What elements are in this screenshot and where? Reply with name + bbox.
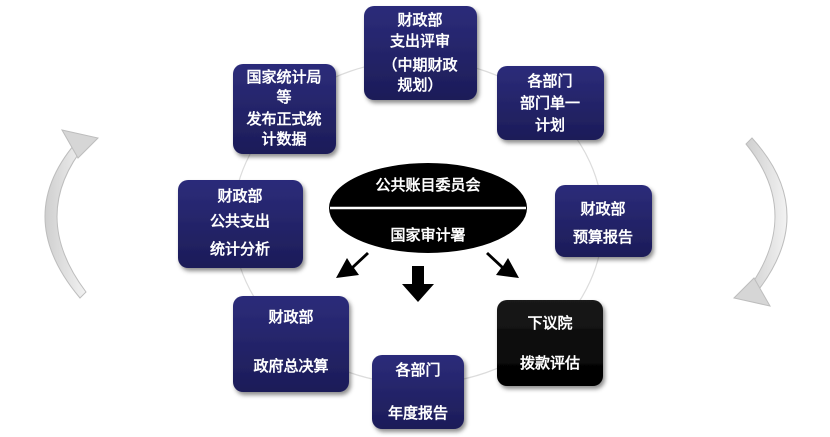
node-label: 财政部: [580, 200, 625, 218]
node-label: （中期财政: [382, 56, 458, 74]
node-label: 发布正式统: [245, 110, 321, 128]
node-label: 计数据: [261, 130, 306, 148]
node-label: 国家统计局: [246, 68, 321, 86]
node-mof-analysis: 财政部 公共支出 统计分析: [178, 180, 303, 268]
node-label: 年度报告: [388, 404, 448, 422]
center-bottom-label: 国家审计署: [390, 226, 465, 244]
node-label: 政府总决算: [253, 357, 328, 375]
node-label: 财政部: [217, 187, 262, 205]
node-stats-bureau: 国家统计局 等 发布正式统 计数据: [233, 64, 336, 154]
node-label: 各部门: [394, 361, 440, 379]
node-label: 下议院: [527, 314, 572, 332]
node-dept-annual: 各部门 年度报告: [372, 355, 464, 429]
node-label: 预算报告: [573, 228, 633, 246]
arrow-down-right-icon: [486, 252, 519, 278]
node-label: 公共支出: [210, 212, 270, 230]
node-mof-budget-report: 财政部 预算报告: [555, 185, 652, 257]
down-arrows: [336, 252, 519, 302]
node-label: 统计分析: [210, 240, 270, 258]
node-label: 财政部: [268, 308, 313, 326]
node-label: 拨款评估: [520, 354, 580, 372]
node-dept-plan: 各部门 部门单一 计划: [497, 66, 604, 140]
node-label: 计划: [535, 116, 565, 134]
node-label: 支出评审: [389, 32, 450, 50]
arrow-down-left-icon: [336, 252, 369, 278]
left-cycle-arrow-icon: [44, 129, 99, 299]
node-label: 各部门: [526, 72, 572, 90]
node-mof-final-accounts: 财政部 政府总决算: [233, 296, 349, 392]
node-lower-house: 下议院 拨款评估: [497, 300, 603, 386]
center-top-label: 公共账目委员会: [375, 176, 480, 194]
node-mof-review: 财政部 支出评审 （中期财政 规划）: [364, 6, 477, 100]
node-label: 部门单一: [520, 94, 580, 112]
node-label: 等: [276, 88, 291, 106]
node-label: 财政部: [397, 11, 442, 29]
node-label: 规划）: [397, 76, 442, 94]
arrow-down-icon: [402, 266, 434, 302]
center-oval: 公共账目委员会 国家审计署: [327, 161, 529, 255]
right-cycle-arrow-icon: [733, 137, 788, 307]
